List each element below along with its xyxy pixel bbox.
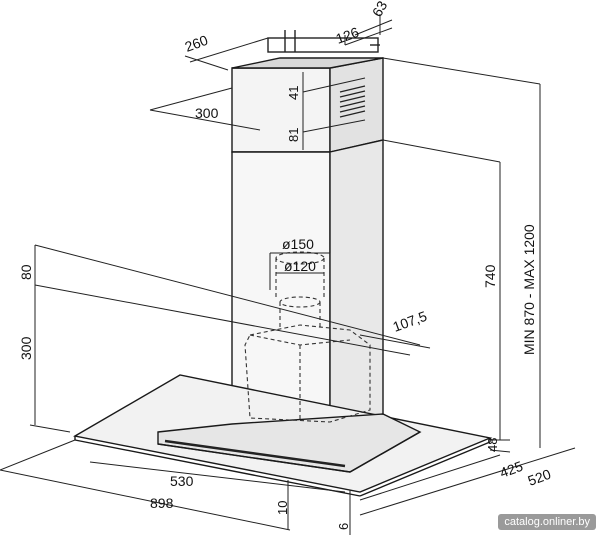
dim-81: 81 bbox=[286, 128, 301, 142]
dim-107-5: 107,5 bbox=[391, 308, 430, 335]
hood-body bbox=[73, 57, 493, 497]
watermark: catalog.onliner.by bbox=[498, 514, 596, 530]
vent-grille bbox=[339, 85, 366, 118]
dim-300-top: 300 bbox=[195, 105, 219, 121]
dim-min-max: MIN 870 - MAX 1200 bbox=[521, 224, 537, 355]
dim-48: 48 bbox=[485, 438, 500, 452]
dimension-lines bbox=[0, 14, 576, 535]
front-light-strip bbox=[164, 439, 346, 468]
dim-80: 80 bbox=[18, 264, 34, 280]
upper-chimney-front bbox=[231, 67, 331, 153]
lower-chimney-side bbox=[329, 139, 384, 439]
wall-bracket bbox=[267, 30, 380, 53]
dim-6: 6 bbox=[336, 523, 351, 530]
dim-63: 63 bbox=[369, 0, 391, 20]
dim-740: 740 bbox=[482, 264, 498, 288]
dim-898: 898 bbox=[150, 495, 174, 511]
dim-520: 520 bbox=[526, 466, 554, 489]
dim-425: 425 bbox=[498, 458, 526, 481]
dim-126: 126 bbox=[334, 24, 362, 47]
upper-chimney-side bbox=[329, 57, 384, 153]
dim-diameter-120: ø120 bbox=[284, 258, 316, 274]
dim-diameter-150: ø150 bbox=[282, 236, 314, 252]
dim-10: 10 bbox=[275, 501, 290, 515]
dim-41: 41 bbox=[286, 86, 301, 100]
dim-300-side: 300 bbox=[18, 336, 34, 360]
dim-260: 260 bbox=[183, 32, 211, 55]
dim-530: 530 bbox=[170, 473, 194, 489]
motor-block bbox=[244, 251, 371, 423]
